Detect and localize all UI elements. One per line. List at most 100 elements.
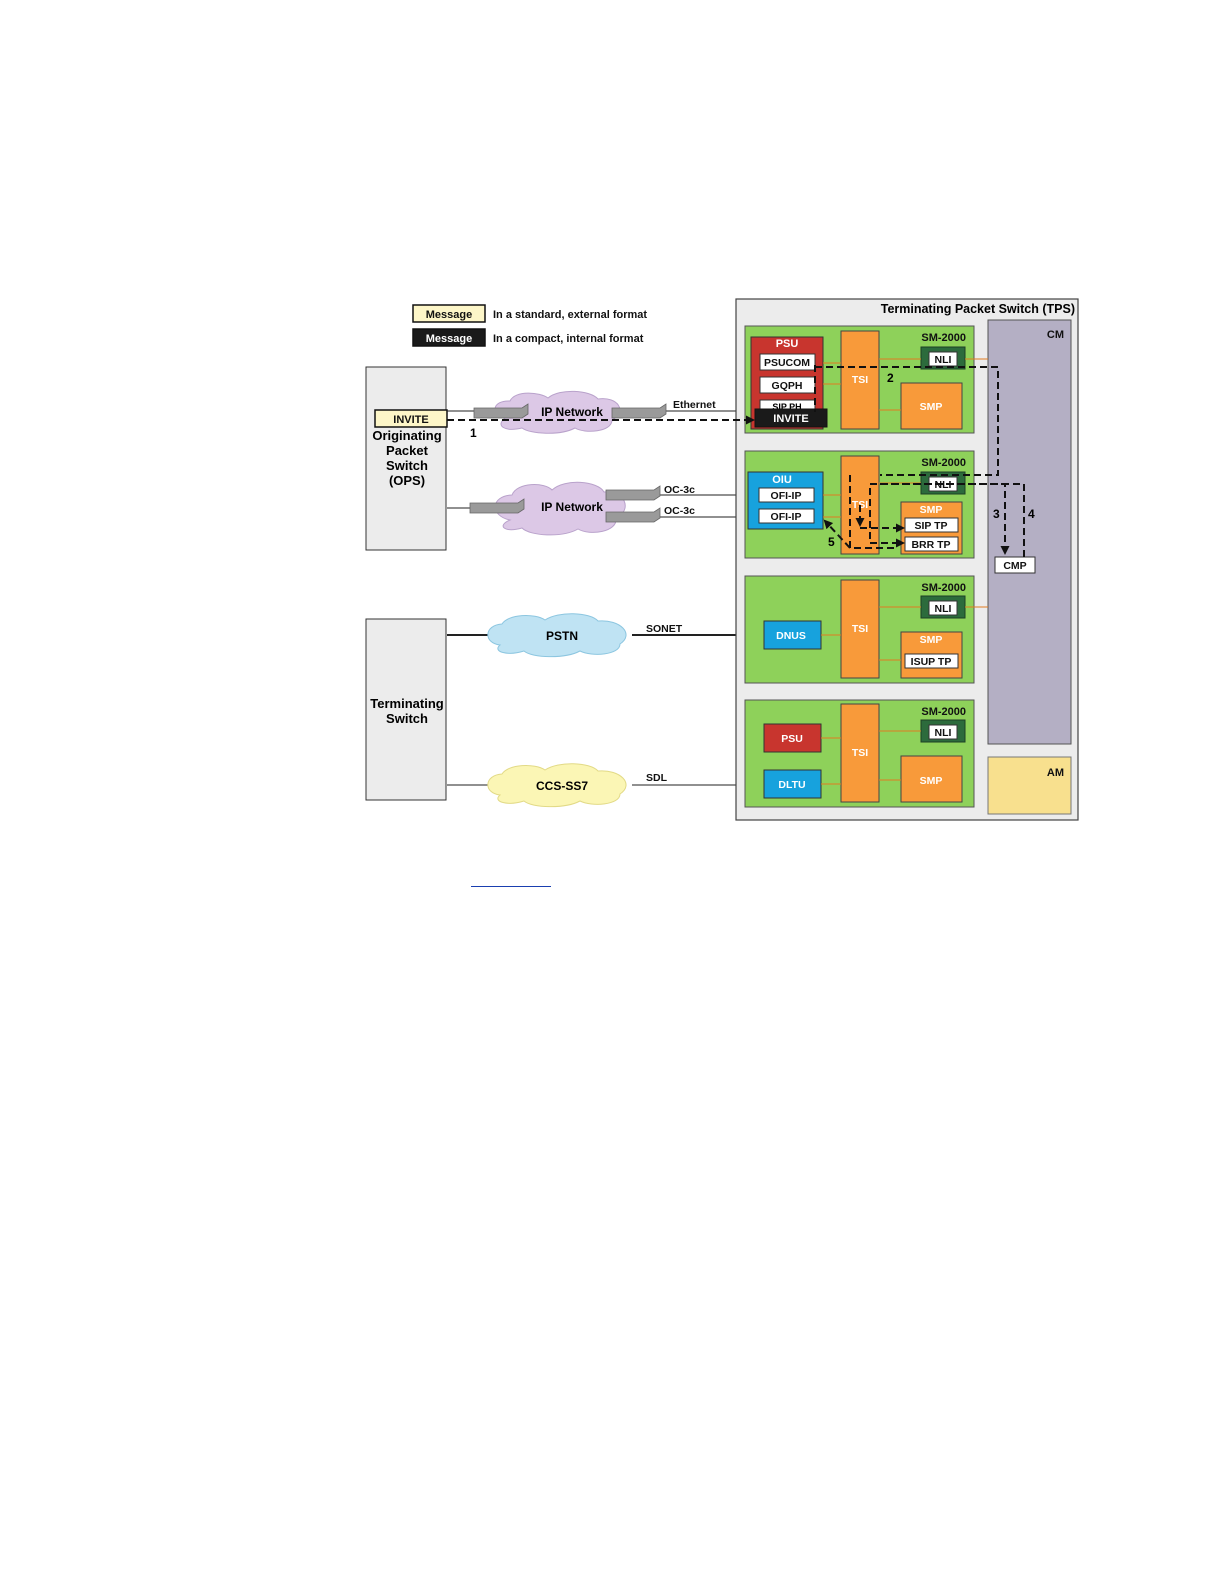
legend-compact-swatch (412, 328, 486, 347)
sm2000-module-1: SM-2000 PSU PSUCOM GQPH SIP PH INVITE TS… (744, 325, 975, 434)
nli-label: NLI (935, 479, 952, 491)
flow-step-2 (815, 366, 999, 476)
caption-link[interactable] (471, 872, 551, 887)
router-icon (473, 403, 529, 419)
smp-label: SMP (920, 775, 943, 787)
isup-tp-box (904, 653, 959, 669)
module-4-title: SM-2000 (921, 706, 966, 718)
am-box (987, 756, 1072, 815)
psu-invite-box (754, 408, 828, 428)
psu-invite-label: INVITE (773, 413, 808, 425)
legend-compact-text: In a compact, internal format (493, 333, 644, 345)
ops-title-3: Switch (386, 458, 428, 473)
router-icon (469, 498, 525, 514)
router-icon (605, 507, 661, 523)
gqph-box (759, 376, 816, 394)
terminating-switch: Terminating Switch (365, 618, 447, 801)
sipph-label: SIP PH (772, 402, 801, 412)
psu-label: PSU (781, 733, 803, 745)
module-1-title: SM-2000 (921, 332, 966, 344)
ccs-ss7-label: CCS-SS7 (536, 779, 588, 793)
sm2000-module-3: SM-2000 DNUS TSI NLI SMP ISUP TP (744, 575, 975, 684)
ops-title-1: Originating (372, 428, 441, 443)
smp-label: SMP (920, 634, 943, 646)
ethernet-label: Ethernet (673, 399, 716, 411)
sonet-label: SONET (646, 623, 683, 635)
nli-box (928, 600, 958, 616)
tsi-box (840, 703, 880, 803)
terminating-switch-title-2: Switch (386, 711, 428, 726)
cmp-label: CMP (1003, 560, 1026, 572)
router-icon (605, 485, 661, 501)
brr-tp-box (904, 536, 959, 552)
ops-title-2: Packet (386, 443, 429, 458)
sm2000-module-4: SM-2000 PSU DLTU TSI NLI SMP (744, 699, 975, 808)
psu-label: PSU (776, 338, 799, 350)
legend-standard-box-text: Message (426, 309, 472, 321)
module-2-title: SM-2000 (921, 457, 966, 469)
step-5: 5 (828, 535, 835, 549)
pstn-cloud: PSTN (487, 613, 627, 658)
pstn-label: PSTN (546, 629, 578, 643)
smp-label: SMP (920, 401, 943, 413)
terminating-switch-title-1: Terminating (370, 696, 443, 711)
tsi-label: TSI (852, 374, 868, 386)
oc3c-label-a: OC-3c (664, 484, 695, 496)
step-2: 2 (887, 371, 894, 385)
isup-tp-label: ISUP TP (911, 656, 952, 668)
cmp-box (994, 556, 1036, 574)
legend-standard-text: In a standard, external format (493, 309, 647, 321)
nli-box (928, 724, 958, 740)
dltu-box (763, 769, 822, 799)
tsi-label: TSI (852, 623, 868, 635)
ip-network-cloud-1: IP Network (494, 390, 621, 434)
gqph-label: GQPH (772, 380, 803, 392)
router-icon (611, 403, 667, 419)
sdl-label: SDL (646, 772, 668, 784)
message-flow (447, 365, 1025, 557)
step-4: 4 (1028, 507, 1035, 521)
ip-network-label-2: IP Network (541, 500, 603, 514)
smp-box (900, 382, 963, 430)
ops-title-4: (OPS) (389, 473, 425, 488)
tsi-box (840, 579, 880, 679)
nli-label: NLI (935, 603, 952, 615)
nli-label: NLI (935, 354, 952, 366)
dltu-label: DLTU (778, 779, 805, 791)
ofi-ip-box-1 (758, 487, 815, 503)
sm2000-module-2: SM-2000 OIU OFI-IP OFI-IP TSI NLI SMP SI… (744, 450, 975, 559)
ip-network-label-1: IP Network (541, 405, 603, 419)
psucom-label: PSUCOM (764, 357, 810, 369)
internal-links (821, 358, 988, 785)
psucom-box (759, 353, 816, 371)
sip-tp-label: SIP TP (914, 520, 947, 532)
step-3: 3 (993, 507, 1000, 521)
sip-tp-box (904, 517, 959, 533)
connection-lines (447, 410, 764, 786)
ops-box (365, 366, 447, 551)
legend-compact-box-text: Message (426, 333, 472, 345)
routers (469, 403, 667, 523)
dnus-box (763, 620, 822, 650)
cm-label: CM (1047, 329, 1064, 341)
flow-step-4 (869, 483, 1025, 557)
ofi-ip-box-2 (758, 508, 815, 524)
dnus-label: DNUS (776, 630, 806, 642)
module-3-title: SM-2000 (921, 582, 966, 594)
terminating-switch-box (365, 618, 447, 801)
nli-label: NLI (935, 727, 952, 739)
ccs-ss7-cloud: CCS-SS7 (487, 763, 627, 808)
ofi-ip-label-2: OFI-IP (771, 511, 802, 523)
ops-invite-box (374, 409, 448, 428)
legend: Message In a standard, external format M… (412, 304, 647, 347)
brr-tp-label: BRR TP (911, 539, 950, 551)
ofi-ip-label-1: OFI-IP (771, 490, 802, 502)
legend-standard-swatch (412, 304, 486, 323)
oiu-label: OIU (772, 474, 792, 486)
tsi-label: TSI (852, 747, 868, 759)
smp-label: SMP (920, 504, 943, 516)
cmp: CMP (994, 556, 1036, 574)
cm-box (987, 319, 1072, 745)
am-label: AM (1047, 767, 1064, 779)
